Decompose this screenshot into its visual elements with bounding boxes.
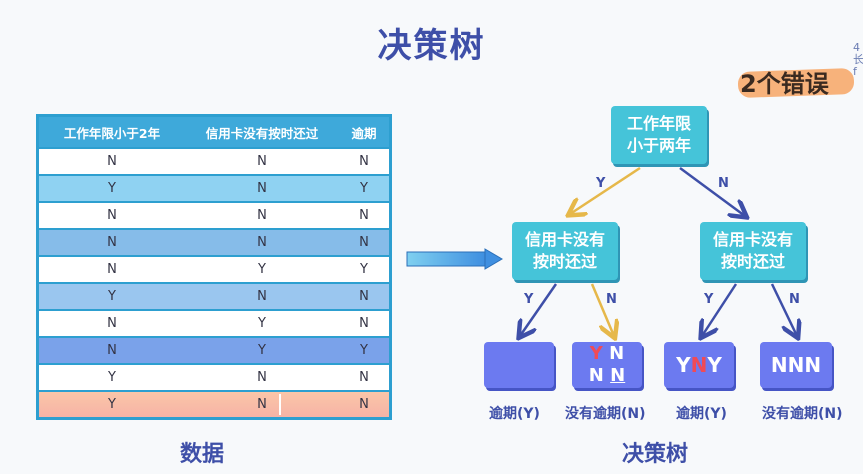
transition-arrow-icon — [406, 248, 503, 270]
table-row: Y N N — [39, 284, 389, 309]
edge-label-right-right: N — [789, 292, 800, 307]
edge-label-root-left: Y — [596, 176, 606, 191]
table-row: N N N — [39, 230, 389, 255]
leaf-label-4: 没有逾期(N) — [762, 406, 843, 422]
edge-root-right — [679, 166, 745, 216]
data-table: 工作年限小于2年 信用卡没有按时还过 逾期 N N N Y N Y N N N … — [36, 114, 392, 420]
table-row: Y N Y — [39, 176, 389, 201]
error-count-badge: 2个错误 — [737, 64, 860, 99]
edge-label-left-left: Y — [524, 292, 534, 307]
leaf-label-2: 没有逾期(N) — [565, 406, 646, 422]
header-credit-card: 信用卡没有按时还过 — [205, 125, 319, 141]
header-work-years: 工作年限小于2年 — [63, 125, 161, 141]
leaf-1 — [484, 342, 554, 388]
left-node: 信用卡没有 按时还过 — [512, 222, 618, 280]
edge-right-left — [702, 283, 738, 336]
edge-root-left — [570, 166, 641, 214]
table-row: Y N N — [39, 392, 389, 417]
table-row: Y N N — [39, 365, 389, 390]
edge-label-left-right: N — [606, 292, 617, 307]
edge-label-root-right: N — [718, 176, 729, 191]
table-row: N N N — [39, 149, 389, 174]
table-row: N N N — [39, 203, 389, 228]
header-overdue: 逾期 — [351, 125, 377, 141]
table-header: 工作年限小于2年 信用卡没有按时还过 逾期 — [39, 117, 389, 147]
right-node: 信用卡没有 按时还过 — [700, 222, 806, 280]
table-row: N Y Y — [39, 338, 389, 363]
root-node: 工作年限 小于两年 — [611, 106, 707, 164]
edge-left-right — [590, 283, 614, 336]
table-row: N Y Y — [39, 257, 389, 282]
table-row: N Y N — [39, 311, 389, 336]
table-caption: 数据 — [180, 442, 225, 467]
edge-label-right-left: Y — [704, 292, 714, 307]
leaf-2: Y N N N — [572, 342, 642, 388]
page-title: 决策树 — [377, 26, 486, 66]
leaf-label-3: 逾期(Y) — [676, 406, 727, 422]
leaf-label-1: 逾期(Y) — [489, 406, 540, 422]
edge-left-left — [520, 283, 558, 336]
tree-caption: 决策树 — [622, 442, 689, 467]
edge-right-right — [770, 283, 797, 336]
